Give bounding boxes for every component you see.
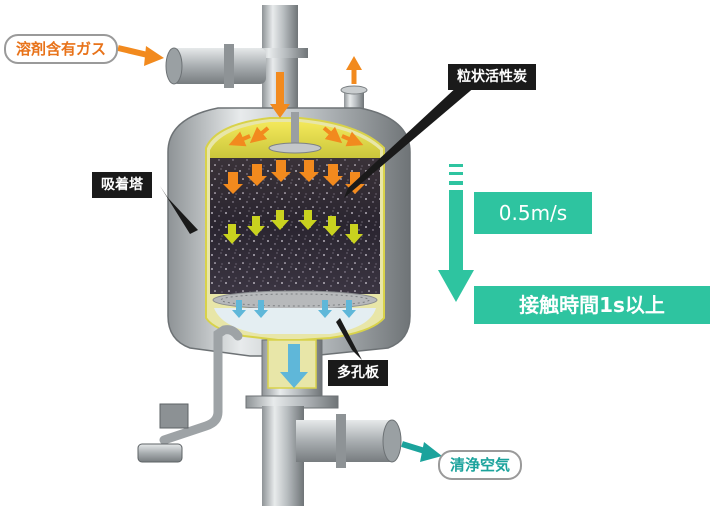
adsorption-tower-label: 吸着塔: [92, 172, 152, 198]
perforated-plate-holes: [220, 293, 370, 307]
carbon-callout-pointer: [344, 84, 476, 198]
distributor-shaft: [291, 112, 299, 148]
yellow-down-arrows: [223, 210, 363, 244]
contact-time-box: 接触時間1s以上: [474, 286, 710, 324]
bottom-plenum: [214, 308, 376, 334]
down-flow-arrowhead: [270, 104, 290, 118]
velocity-arrow-dash1: [449, 164, 463, 167]
outlet-flange: [336, 414, 346, 468]
inlet-pipe: [172, 48, 266, 84]
inlet-pipe-end: [165, 47, 183, 85]
velocity-arrow-dash3: [449, 181, 463, 185]
velocity-arrow-head: [438, 270, 474, 302]
outlet-flow-arrowhead: [420, 442, 442, 462]
velocity-arrow-shaft: [449, 190, 463, 274]
perforated-plate-label: 多孔板: [328, 360, 388, 386]
orange-flow-arrows: [228, 126, 364, 147]
inlet-flange: [224, 44, 234, 88]
plate-callout-pointer: [336, 318, 362, 360]
distributor-disc: [268, 142, 322, 154]
clean-air-label: 清浄空気: [438, 450, 523, 480]
outlet-pipe-end: [382, 419, 402, 463]
tower-callout-pointer: [160, 186, 198, 234]
blue-down-arrows: [232, 300, 356, 388]
inlet-gas-label: 溶剤含有ガス: [4, 34, 119, 64]
velocity-arrow-dash2: [449, 172, 463, 175]
activated-carbon-label: 粒状活性炭: [448, 64, 536, 90]
drain-outlet: [137, 443, 183, 463]
inlet-flow-arrowhead: [144, 46, 164, 66]
drain-pipe: [159, 325, 243, 445]
top-flange: [252, 48, 308, 58]
vent-flow-arrowhead: [346, 56, 362, 70]
vent-pipe-cap: [340, 85, 368, 95]
velocity-box: 0.5m/s: [474, 192, 592, 234]
drain-valve: [159, 403, 189, 429]
